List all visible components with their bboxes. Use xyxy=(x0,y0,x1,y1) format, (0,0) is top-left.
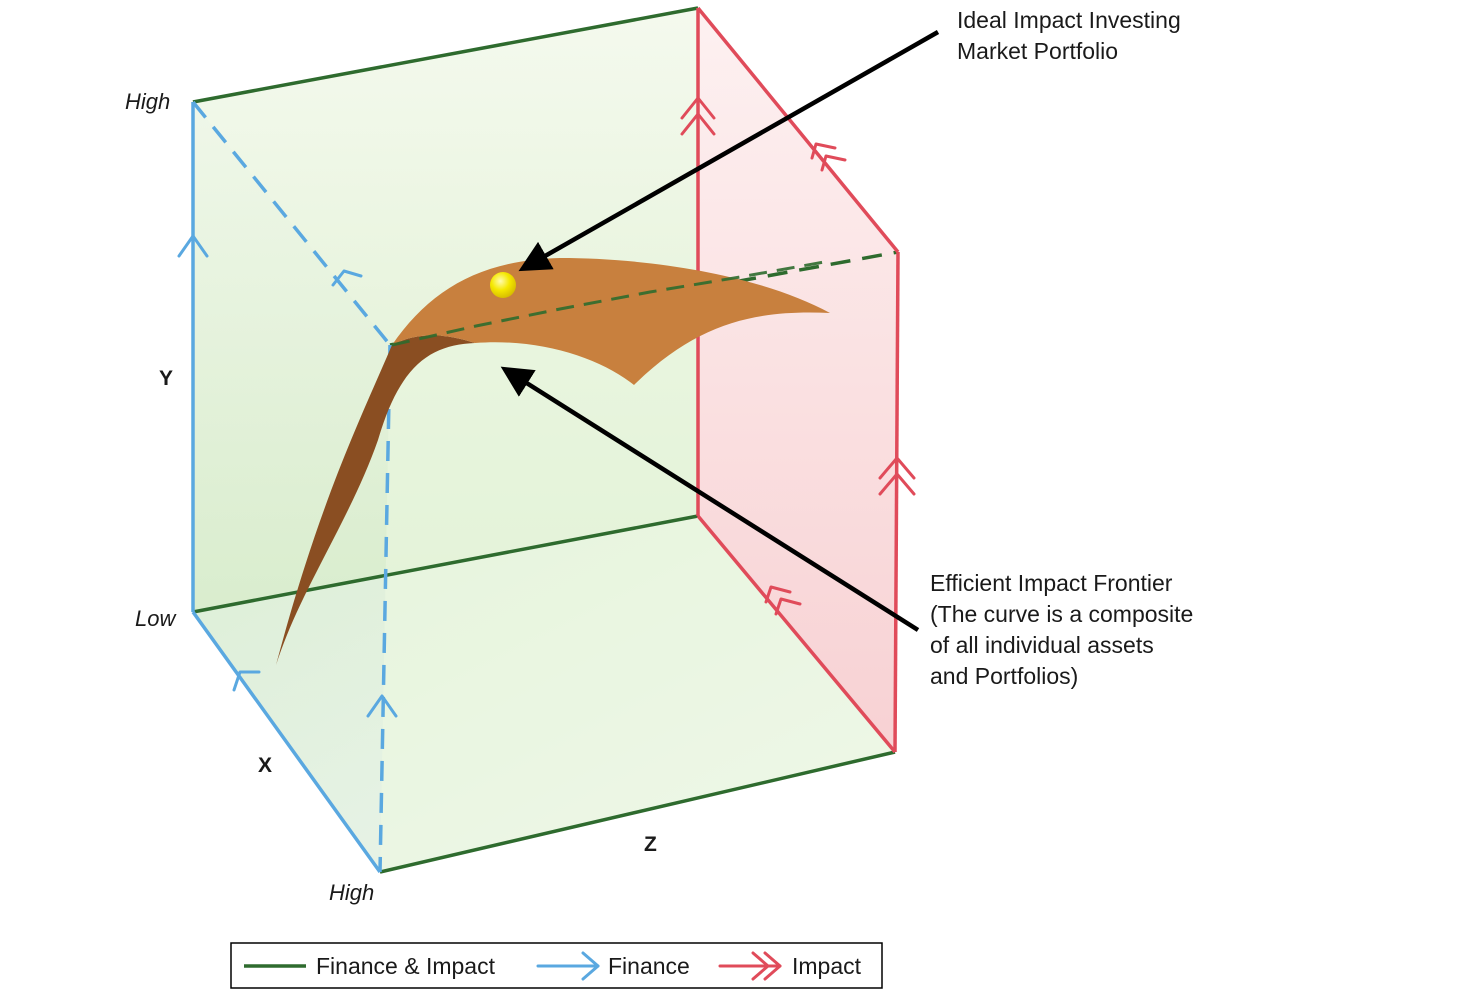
legend: Finance & Impact Finance Impact xyxy=(230,942,883,989)
ideal-portfolio-arrow xyxy=(518,30,940,272)
chevron-up-icon xyxy=(366,694,398,718)
x-axis-label: X xyxy=(258,754,272,777)
left-diagonal-dashed-edge xyxy=(191,100,392,347)
ideal-portfolio-annotation: Ideal Impact Investing Market Portfolio xyxy=(957,7,1181,64)
x-axis-edge xyxy=(191,610,382,874)
bottom-back-edge xyxy=(192,514,699,614)
frontier-edge-line xyxy=(391,259,831,347)
frontier-line-1: Efficient Impact Frontier xyxy=(930,570,1173,596)
frontier-arrow xyxy=(500,366,920,632)
frontier-line-4: and Portfolios) xyxy=(930,663,1078,689)
y-low-label: Low xyxy=(135,606,177,631)
legend-finance-label: Finance xyxy=(608,953,690,979)
double-chevron-diagonal-icon xyxy=(810,142,847,172)
right-bottom-diagonal-edge xyxy=(696,514,897,754)
frontier-shadow-side xyxy=(276,335,475,665)
y-axis-label: Y xyxy=(159,367,173,390)
chevron-right-icon xyxy=(581,951,600,981)
right-top-diagonal-edge xyxy=(696,6,900,254)
legend-finance-impact-label: Finance & Impact xyxy=(316,953,496,979)
right-face xyxy=(698,8,898,752)
impact-double-chevrons xyxy=(680,96,916,616)
double-chevron-up-icon xyxy=(878,456,916,496)
double-chevron-right-icon xyxy=(751,951,770,981)
frontier-annotation: Efficient Impact Frontier (The curve is … xyxy=(930,570,1193,689)
legend-impact-swatch xyxy=(718,951,782,981)
ideal-portfolio-line-1: Ideal Impact Investing xyxy=(957,7,1181,33)
frontier-line-2: (The curve is a composite xyxy=(930,601,1193,627)
y-high-label: High xyxy=(125,89,170,114)
impact-edges xyxy=(696,6,900,754)
front-vertical-dashed-edge xyxy=(378,344,392,873)
x-high-label: High xyxy=(329,880,374,905)
finance-chevrons xyxy=(177,234,398,718)
ideal-portfolio-dot xyxy=(490,272,516,298)
ideal-portfolio-line-2: Market Portfolio xyxy=(957,38,1118,64)
legend-impact-label: Impact xyxy=(792,953,862,979)
right-front-vertical-edge xyxy=(893,251,900,753)
z-axis-label: Z xyxy=(644,833,657,856)
z-axis-edge xyxy=(379,750,896,874)
frontier-line-3: of all individual assets xyxy=(930,632,1154,658)
chevron-diagonal-icon xyxy=(331,269,363,287)
chevron-up-icon xyxy=(177,234,209,258)
double-chevron-diagonal-icon xyxy=(764,585,802,616)
finance-edges xyxy=(191,100,392,874)
legend-finance-swatch xyxy=(536,951,600,981)
chevron-diagonal-icon xyxy=(232,670,261,692)
double-chevron-up-icon xyxy=(680,96,716,136)
top-back-edge xyxy=(192,6,699,104)
